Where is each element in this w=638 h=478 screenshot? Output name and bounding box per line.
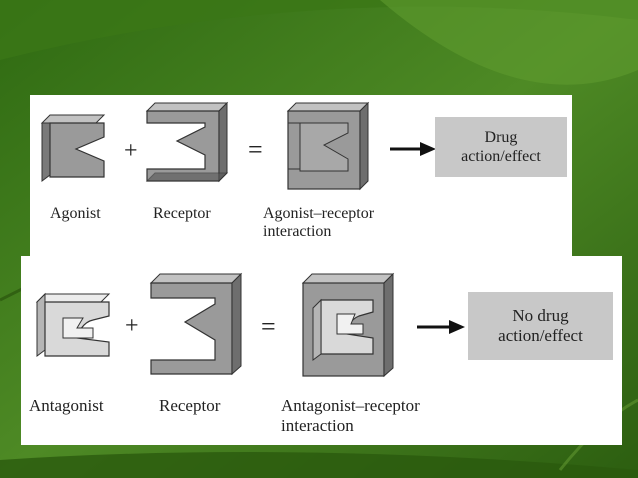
no-drug-effect-line2: action/effect [498,326,583,345]
antagonist-interaction-line1: Antagonist–receptor [281,396,420,415]
agonist-interaction-label: Agonist–receptor interaction [263,205,374,242]
no-drug-effect-line1: No drug [512,305,569,325]
no-drug-effect-box: No drug action/effect [468,292,613,360]
antagonist-label: Antagonist [29,396,104,415]
antagonist-interaction-line2: interaction [281,415,354,435]
antagonist-shape [35,292,111,357]
agonist-panel: + = Drug action/effect Agonist Receptor … [30,95,572,257]
plus-sign-top: + [124,138,138,164]
agonist-label: Agonist [50,205,101,222]
plus-sign-bottom: + [125,313,139,339]
equals-sign-top: = [248,135,263,164]
antagonist-interaction-label: Antagonist–receptor interaction [281,396,420,435]
arrow-top [390,142,436,156]
drug-effect-line1: Drug [484,128,518,146]
receptor-shape-top [145,101,229,183]
receptor-label-bottom: Receptor [159,396,221,415]
arrow-bottom [417,320,465,334]
agonist-receptor-complex [286,101,370,191]
drug-effect-line2: action/effect [461,148,541,165]
receptor-label-top: Receptor [153,205,211,222]
agonist-interaction-line1: Agonist–receptor [263,205,375,222]
receptor-shape-bottom [149,272,243,376]
agonist-interaction-line2: interaction [263,223,332,241]
agonist-shape [40,114,106,182]
antagonist-receptor-complex [301,272,395,378]
drug-effect-box: Drug action/effect [435,117,567,177]
equals-sign-bottom: = [261,312,276,341]
antagonist-panel: + = No drug action/effect Antagonist Rec… [21,256,622,445]
